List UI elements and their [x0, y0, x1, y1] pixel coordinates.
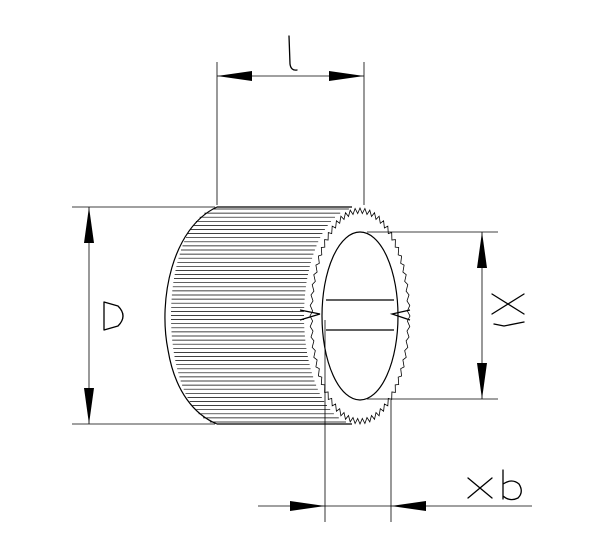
bore-ellipse [321, 231, 399, 401]
arrowhead-inner-top [477, 232, 487, 268]
arrowhead-outer-top [84, 207, 94, 243]
arrowhead-wall-left [290, 501, 325, 511]
dimension-wall: x b [258, 320, 532, 522]
cylinder-body [164, 206, 352, 425]
arrowhead-length-right [329, 71, 364, 81]
label-outer-diameter-glyph [103, 301, 124, 331]
label-length-glyph [288, 35, 298, 71]
dimension-length: l [216, 35, 365, 205]
keyway-right [389, 309, 411, 321]
dimension-inner-diameter: d [367, 231, 525, 400]
label-inner-diameter-glyph [491, 293, 525, 327]
arrowhead-length-left [217, 71, 252, 81]
label-wall-glyph [467, 469, 522, 501]
knurled-rim [309, 206, 411, 426]
keyway-left [299, 309, 321, 321]
cylinder-left-edge [164, 206, 218, 425]
arrowhead-wall-right [391, 501, 426, 511]
knurl-hatch [171, 208, 349, 423]
arrowhead-outer-bottom [84, 388, 94, 424]
arrowhead-inner-bottom [477, 363, 487, 399]
dimension-outer-diameter: D [72, 206, 215, 425]
front-face [299, 206, 411, 426]
